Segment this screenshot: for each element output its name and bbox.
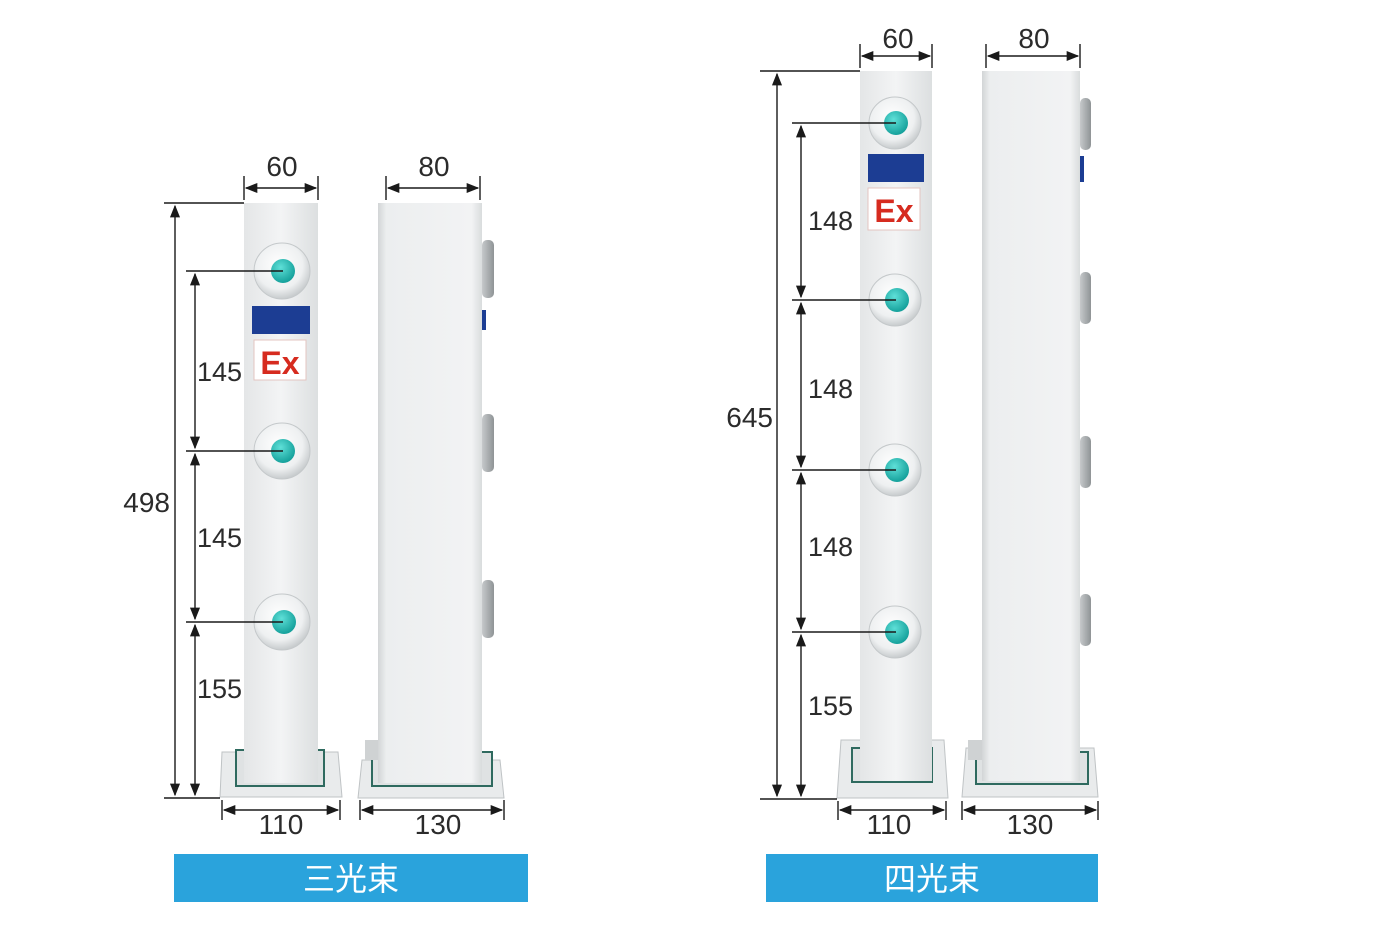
height-label: 645: [726, 402, 773, 433]
four-beam-unit: Ex 60 80: [726, 23, 1099, 902]
side-tag-edge: [1080, 156, 1084, 182]
spacing-label: 155: [808, 691, 853, 721]
front-base-label: 110: [259, 809, 304, 840]
three-beam-front-view: Ex: [219, 203, 343, 798]
side-lens-knob: [1080, 272, 1091, 324]
lens-icon: [885, 620, 909, 644]
three-beam-side-view: [357, 203, 505, 799]
height-label: 498: [123, 487, 170, 518]
side-lens-knob: [482, 240, 494, 298]
side-post: [982, 71, 1080, 781]
four-beam-side-view: [961, 71, 1099, 798]
lens-icon: [272, 610, 296, 634]
side-lens-knob: [1080, 98, 1091, 150]
front-post: [244, 203, 318, 783]
four-beam-dimensions: 60 80 645 148 148 148 155 110: [726, 23, 1099, 840]
side-lens-knob: [482, 414, 494, 472]
side-tag-edge: [482, 310, 486, 330]
four-beam-banner: [766, 854, 1098, 902]
side-bracket: [968, 740, 982, 760]
side-width-label: 80: [1018, 23, 1049, 54]
ex-label: Ex: [874, 193, 913, 229]
lens-icon: [885, 458, 909, 482]
side-post: [378, 203, 482, 783]
ex-mark: [867, 187, 921, 231]
spacing-label: 148: [808, 374, 853, 404]
three-beam-banner: [174, 854, 528, 902]
side-width-label: 80: [418, 151, 449, 182]
front-base-label: 110: [867, 809, 912, 840]
three-beam-title: 三光束: [303, 860, 399, 898]
three-beam-dimensions: 60 80 498 145 145 155 110: [123, 151, 505, 840]
lens-icon: [885, 288, 909, 312]
ex-label: Ex: [260, 345, 299, 381]
side-lens-knob: [482, 580, 494, 638]
side-bracket: [365, 740, 379, 760]
side-lens-knob: [1080, 436, 1091, 488]
spacing-label: 145: [197, 523, 242, 553]
blue-tag: [868, 154, 924, 182]
three-beam-unit: Ex 60 80: [123, 151, 528, 902]
spacing-label: 148: [808, 206, 853, 236]
side-base-label: 130: [1007, 809, 1054, 840]
spacing-label: 145: [197, 357, 242, 387]
blue-tag: [252, 306, 310, 334]
front-width-label: 60: [266, 151, 297, 182]
side-lens-knob: [1080, 594, 1091, 646]
four-beam-title: 四光束: [884, 860, 980, 898]
spacing-label: 148: [808, 532, 853, 562]
four-beam-front-view: Ex: [836, 71, 949, 799]
spacing-label: 155: [197, 674, 242, 704]
ex-mark: [253, 339, 307, 381]
side-base-label: 130: [415, 809, 462, 840]
front-width-label: 60: [882, 23, 913, 54]
